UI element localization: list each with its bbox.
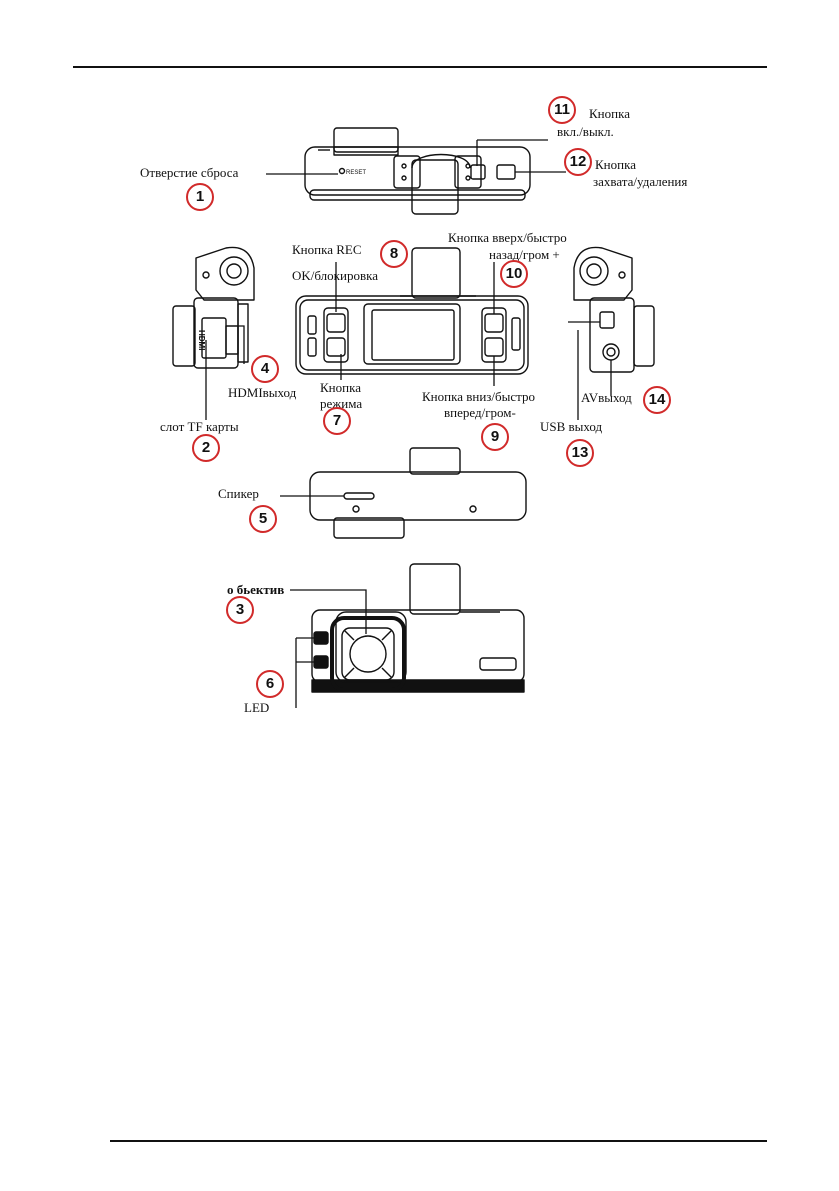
label-led: LED (244, 700, 270, 715)
label-reset: Отверстие сброса (140, 165, 239, 180)
badge-5: 5 (249, 505, 277, 533)
label-av: AVвыход (581, 390, 632, 405)
badge-1: 1 (186, 183, 214, 211)
label-hdmi: HDMIвыход (228, 385, 297, 400)
badge-8: 8 (380, 240, 408, 268)
reset-mark: RESET (346, 170, 366, 176)
right-side-view (573, 246, 655, 373)
badge-7: 7 (323, 407, 351, 435)
label-capture-2: захвата/удаления (593, 174, 688, 189)
label-usb: USB выход (540, 419, 603, 434)
label-tf: слот TF карты (160, 419, 239, 434)
footer-rule (110, 1140, 767, 1142)
badge-4: 4 (251, 355, 279, 383)
back-view (295, 247, 529, 375)
label-down-2: вперед/гром- (444, 405, 516, 420)
label-speaker: Спикер (218, 486, 259, 501)
badge-13: 13 (566, 439, 594, 467)
label-rec: Кнопка REC (292, 242, 362, 257)
label-mode-1: Кнопка (320, 380, 361, 395)
badge-9: 9 (481, 423, 509, 451)
label-lens: о бьектив (227, 582, 285, 597)
header-rule (73, 66, 767, 68)
label-up-2: назад/гром + (489, 247, 560, 262)
badge-14: 14 (643, 386, 671, 414)
leader-lines (205, 139, 612, 708)
label-power-2: вкл./выкл. (557, 124, 614, 139)
left-side-view (172, 246, 255, 369)
label-down-1: Кнопка вниз/быстро (422, 389, 535, 404)
badge-6: 6 (256, 670, 284, 698)
badge-3: 3 (226, 596, 254, 624)
hdmi-mark: HDMI (197, 330, 206, 351)
label-power-1: Кнопка (589, 106, 630, 121)
badge-10: 10 (500, 260, 528, 288)
bottom-view (309, 447, 527, 539)
badge-2: 2 (192, 434, 220, 462)
top-view (304, 127, 531, 215)
badge-12: 12 (564, 148, 592, 176)
label-capture-1: Кнопка (595, 157, 636, 172)
label-up-1: Кнопка вверх/быстро (448, 230, 567, 245)
badge-11: 11 (548, 96, 576, 124)
label-ok: OK/блокировка (292, 268, 378, 283)
front-view (311, 563, 525, 693)
